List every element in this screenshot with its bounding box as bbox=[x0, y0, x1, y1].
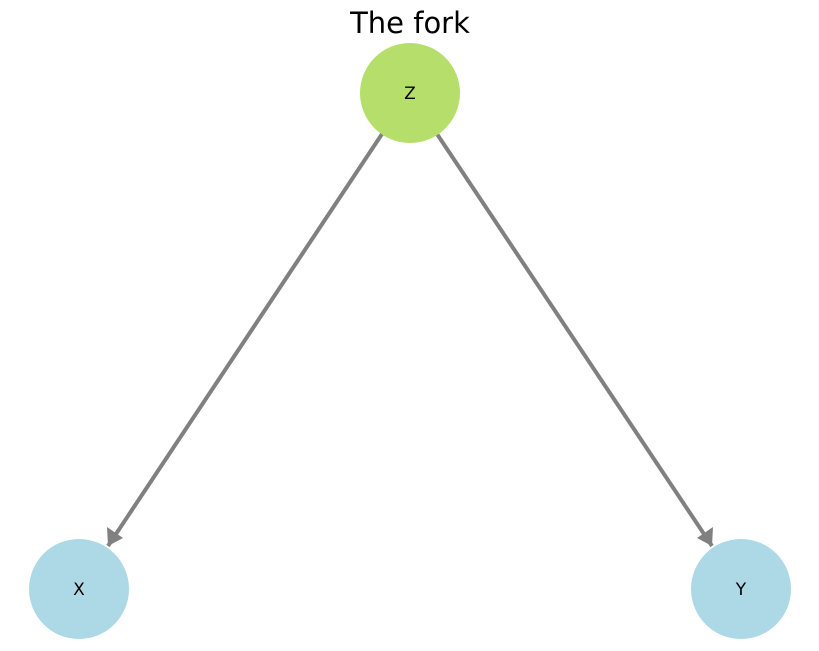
node-z-label: Z bbox=[404, 84, 416, 104]
node-y-label: Y bbox=[735, 580, 747, 600]
node-x-label: X bbox=[73, 580, 85, 600]
arrowhead-z-to-y bbox=[697, 527, 713, 546]
node-x: X bbox=[29, 539, 129, 639]
node-z: Z bbox=[360, 43, 460, 143]
node-y-circle bbox=[691, 539, 791, 639]
diagram-title: The fork bbox=[349, 6, 470, 40]
node-x-circle bbox=[29, 539, 129, 639]
arrowhead-z-to-x bbox=[107, 527, 123, 546]
node-z-circle bbox=[360, 43, 460, 143]
edge-z-to-y bbox=[435, 132, 714, 548]
edge-z-to-x bbox=[106, 132, 384, 548]
node-y: Y bbox=[691, 539, 791, 639]
